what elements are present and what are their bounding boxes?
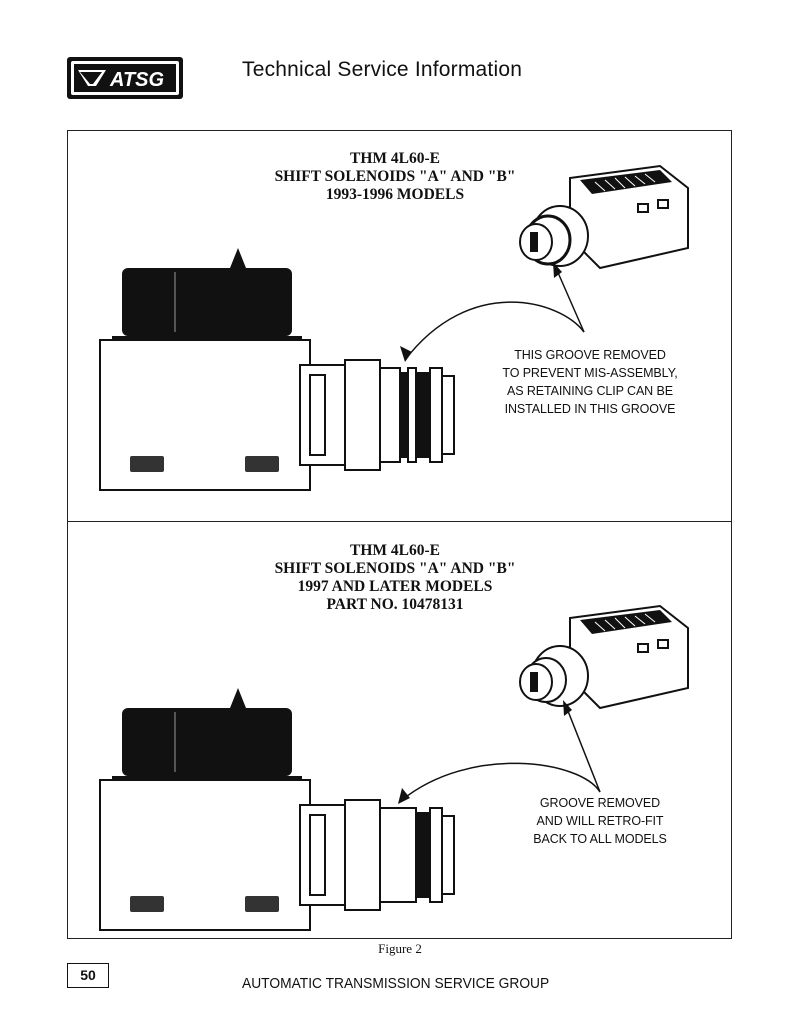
panel-1-title-line: 1993-1996 MODELS xyxy=(325,186,465,203)
groove-pointer-arrows-2 xyxy=(398,700,601,804)
panel-2-note: GROOVE REMOVED AND WILL RETRO-FIT BACK T… xyxy=(500,794,700,848)
panel-2-title-line: PART NO. 10478131 xyxy=(326,596,464,613)
figure-frame xyxy=(67,130,732,939)
panel-1-title: THM 4L60-E SHIFT SOLENOIDS "A" AND "B" 1… xyxy=(220,150,570,204)
panel-2-note-line: BACK TO ALL MODELS xyxy=(533,832,667,846)
solenoid-1997-side-view xyxy=(99,688,455,931)
groove-pointer-arrows-1 xyxy=(400,262,585,362)
panel-1-title-line: THM 4L60-E xyxy=(350,150,440,167)
footer-org-name: AUTOMATIC TRANSMISSION SERVICE GROUP xyxy=(242,975,550,992)
solenoid-1993-side-view xyxy=(99,248,455,491)
svg-text:ATSG: ATSG xyxy=(109,69,164,91)
panel-1-note-line: TO PREVENT MIS-ASSEMBLY, xyxy=(502,366,678,380)
panel-2-title: THM 4L60-E SHIFT SOLENOIDS "A" AND "B" 1… xyxy=(220,542,570,614)
panel-divider xyxy=(67,521,732,522)
page-title: Technical Service Information xyxy=(242,58,523,81)
solenoid-1997-iso-view xyxy=(519,604,689,710)
panel-2-title-line: THM 4L60-E xyxy=(350,542,440,559)
atsg-logo: ATSG xyxy=(67,57,183,99)
panel-1-note: THIS GROOVE REMOVED TO PREVENT MIS-ASSEM… xyxy=(490,346,690,418)
panel-2-note-line: GROOVE REMOVED xyxy=(539,796,661,810)
panel-1-note-line: THIS GROOVE REMOVED xyxy=(514,348,666,362)
panel-1-title-line: SHIFT SOLENOIDS "A" AND "B" xyxy=(274,168,516,185)
figure-caption: Figure 2 xyxy=(378,941,422,956)
panel-2-title-line: SHIFT SOLENOIDS "A" AND "B" xyxy=(274,560,516,577)
panel-2-title-line: 1997 AND LATER MODELS xyxy=(297,578,493,595)
page-number: 50 xyxy=(67,963,109,988)
panel-1-note-line: AS RETAINING CLIP CAN BE xyxy=(507,384,673,398)
panel-2-note-line: AND WILL RETRO-FIT xyxy=(536,814,664,828)
solenoid-1993-iso-view xyxy=(519,164,689,270)
panel-1-note-line: INSTALLED IN THIS GROOVE xyxy=(504,402,676,416)
